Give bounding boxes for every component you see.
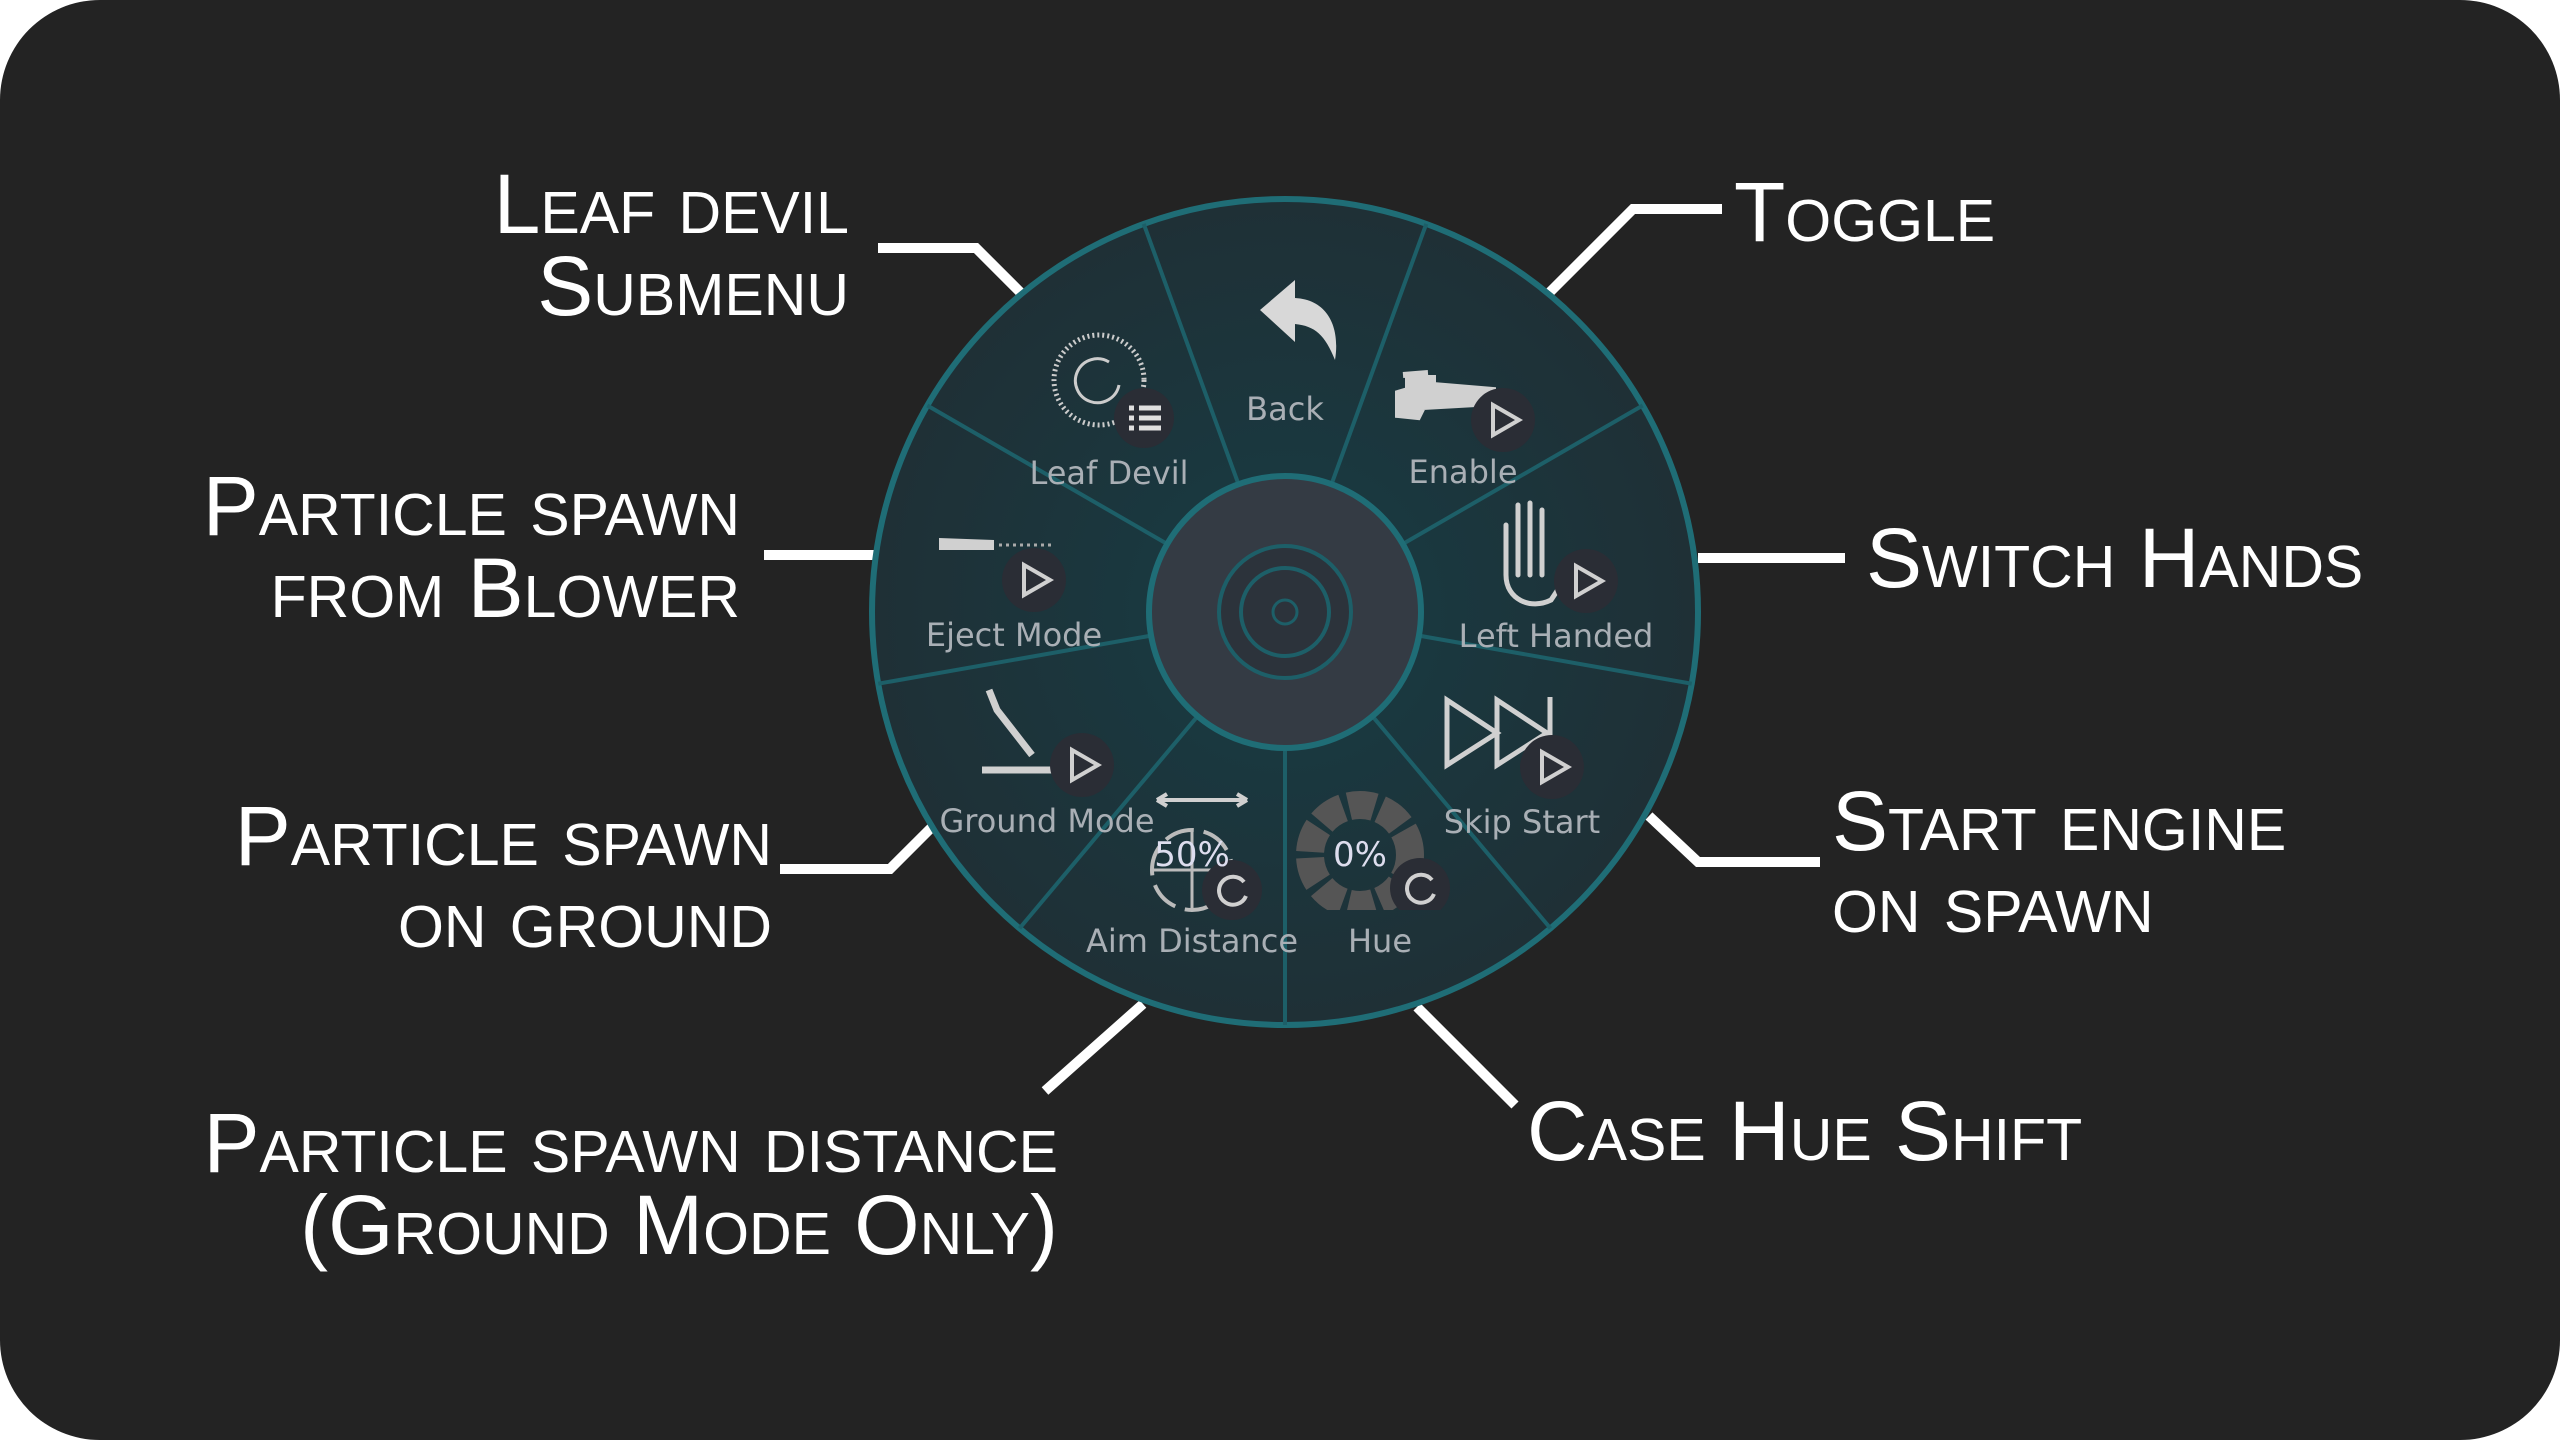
callout-switch-hands: Switch Hands xyxy=(1866,511,2364,605)
item-label: Aim Distance xyxy=(1085,922,1299,960)
item-label: Eject Mode xyxy=(925,616,1103,654)
back-arrow-icon xyxy=(1260,280,1337,360)
leader-line-distance xyxy=(1041,1000,1147,1095)
play-icon xyxy=(1070,746,1103,784)
callout-text: on ground xyxy=(397,871,772,965)
segment-divider xyxy=(1017,714,1200,930)
callout-text: Submenu xyxy=(537,239,849,333)
hue-wheel-icon xyxy=(1296,791,1450,910)
callout-text: on spawn xyxy=(1832,856,2154,950)
item-label: Leaf Devil xyxy=(1029,454,1189,492)
submenu-list-icon xyxy=(1129,405,1161,431)
item-label: Enable xyxy=(1408,453,1518,491)
item-label: Back xyxy=(1246,390,1324,428)
leader-line-ground xyxy=(780,821,938,874)
item-label: Hue xyxy=(1347,922,1413,960)
callout-blower: Particle spawn from Blower xyxy=(202,459,740,635)
callout-text: Particle spawn distance xyxy=(203,1096,1058,1190)
item-label: Left Handed xyxy=(1458,617,1654,655)
center-target-icon xyxy=(1217,544,1353,680)
fast-forward-icon xyxy=(1444,695,1584,799)
leader-line-hue xyxy=(1413,1003,1519,1109)
callout-text: (Ground Mode Only) xyxy=(300,1178,1058,1272)
hue-value: 0% xyxy=(1333,835,1387,875)
vortex-icon xyxy=(1051,332,1174,448)
callout-ground: Particle spawn on ground xyxy=(234,789,772,965)
segment-divider xyxy=(1141,223,1241,485)
callout-distance: Particle spawn distance (Ground Mode Onl… xyxy=(203,1096,1058,1272)
play-badge xyxy=(1050,733,1114,797)
callout-text: Toggle xyxy=(1734,165,1996,259)
callout-text: Particle spawn xyxy=(234,789,772,883)
play-icon xyxy=(1491,401,1524,439)
center-target-dot xyxy=(1271,598,1299,626)
callout-leaf-devil: Leaf devil Submenu xyxy=(493,157,849,333)
leader-line-toggle xyxy=(1544,204,1722,298)
play-icon xyxy=(1540,748,1573,786)
play-badge xyxy=(1002,548,1066,612)
segment-divider xyxy=(1329,223,1429,485)
aim-distance-value: 50% xyxy=(1154,835,1230,875)
reset-icon xyxy=(1217,874,1248,907)
callout-text: Leaf devil xyxy=(493,157,849,251)
hand-icon xyxy=(1503,500,1618,613)
callout-text: Case Hue Shift xyxy=(1527,1084,2083,1178)
callout-text: Switch Hands xyxy=(1866,511,2364,605)
callout-text: Particle spawn xyxy=(202,459,740,553)
segment-divider xyxy=(926,403,1169,546)
eject-blower-icon xyxy=(939,538,1066,612)
item-label: Skip Start xyxy=(1443,803,1601,841)
segment-divider xyxy=(877,633,1152,686)
ground-blower-icon xyxy=(982,688,1114,797)
reset-badge xyxy=(1390,858,1450,910)
reset-icon xyxy=(1405,872,1436,905)
leaf-blower-icon xyxy=(1395,370,1535,452)
segment-divider xyxy=(1401,403,1644,546)
play-icon xyxy=(1022,561,1055,599)
distance-arrow-icon xyxy=(1155,792,1249,808)
center-target-ring xyxy=(1239,566,1331,658)
play-badge xyxy=(1554,549,1618,613)
callout-text: from Blower xyxy=(270,541,740,635)
leader-line-start-engine xyxy=(1645,812,1820,867)
callout-hue-shift: Case Hue Shift xyxy=(1527,1084,2083,1178)
segment-divider xyxy=(1418,633,1693,686)
callout-start-engine: Start engine on spawn xyxy=(1832,774,2287,950)
play-icon xyxy=(1574,562,1607,600)
leader-line-leaf-devil xyxy=(878,243,1029,301)
callout-toggle: Toggle xyxy=(1734,165,1996,259)
callout-text: Start engine xyxy=(1832,774,2287,868)
reset-badge xyxy=(1202,860,1262,920)
play-badge xyxy=(1520,735,1584,799)
crosshair-icon xyxy=(1150,792,1262,920)
item-label: Ground Mode xyxy=(939,802,1155,840)
segment-divider xyxy=(1370,714,1553,930)
segment-dividers xyxy=(877,223,1693,1025)
play-badge xyxy=(1471,388,1535,452)
